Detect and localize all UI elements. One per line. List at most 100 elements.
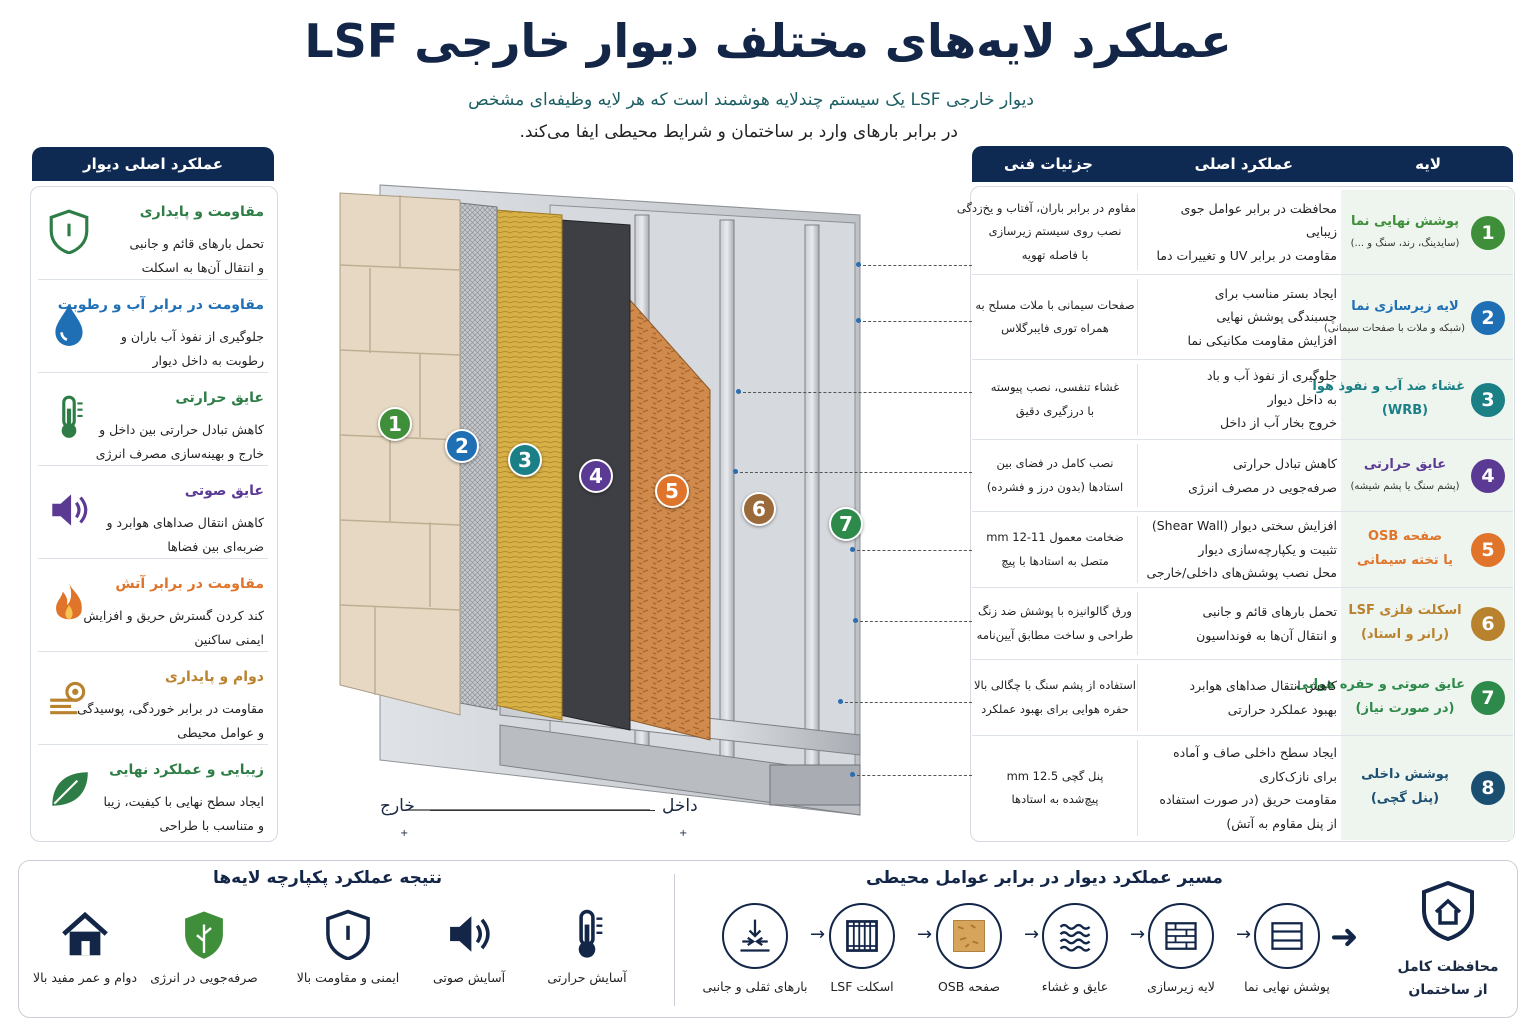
layer-name-sub: (WRB) xyxy=(1381,403,1429,418)
function-line: تثبیت و یکپارچه‌سازی دیوار xyxy=(1198,541,1337,557)
layer-name-text: لایه زیرسازی نما xyxy=(1351,298,1459,314)
table-row: 2 لایه زیرسازی نما (شبکه و ملات با صفحات… xyxy=(972,275,1513,360)
result-item: ایمنی و مقاومت بالا xyxy=(283,904,413,985)
function-cell: افزایش سختی دیوار (Shear Wall) تثبیت و یک… xyxy=(1137,516,1337,583)
layer-number: 2 xyxy=(1471,300,1505,335)
function-line: کاهش انتقال صداهای هوابرد xyxy=(1189,678,1337,693)
function-line: مقاومت حریق (در صورت استفاده xyxy=(1159,792,1337,807)
function-line: خارج و بهینه‌سازی مصرف انرژی xyxy=(95,446,264,461)
table-row: 3 غشاء ضد آب و نفوذ هوا (WRB) جلوگیری از… xyxy=(972,360,1513,440)
leader-line xyxy=(852,550,972,551)
function-line: کاهش تبادل حرارتی xyxy=(1233,456,1337,471)
path-step-label: لایه زیرسازی xyxy=(1147,979,1215,994)
path-step-label: اسکلت LSF xyxy=(830,979,894,994)
function-line: بهبود عملکرد حرارتی xyxy=(1227,701,1337,717)
thermometer-icon xyxy=(578,909,603,958)
result-title: نتیجه عملکرد پکپارچه لایه‌ها xyxy=(213,868,443,888)
leader-line xyxy=(858,321,972,322)
detail-line: پنل گچی 12.5 mm xyxy=(1006,768,1104,783)
leader-dot xyxy=(853,618,858,623)
path-step: اسکلت LSF xyxy=(797,903,927,994)
function-line: صرفه‌جویی در مصرف انرژی xyxy=(1188,479,1337,495)
function-line: محل نصب پوشش‌های داخلی/خارجی xyxy=(1146,565,1337,581)
leader-dot xyxy=(850,772,855,777)
house-shield-icon xyxy=(1422,880,1474,942)
function-line: افزایش سختی دیوار (Shear Wall) xyxy=(1151,518,1337,534)
details-cell: نصب کامل در فضای بین استادها (بدون درز و … xyxy=(974,444,1136,507)
result-icon-wrap xyxy=(283,904,413,964)
result-item: صرفه‌جویی در انرژی xyxy=(139,904,269,985)
detail-line: متصل به استادها با پیچ xyxy=(1001,553,1109,568)
water-drop-icon xyxy=(55,305,83,346)
layer-number: 5 xyxy=(1471,533,1505,567)
path-arrow-icon: → xyxy=(1130,924,1146,945)
leader-dot xyxy=(736,389,741,394)
function-item: دوام و پایداری مقاومت در برابر خوردگی، پ… xyxy=(38,655,268,745)
layer-name-sub: (پشم سنگ یا پشم شیشه) xyxy=(1350,481,1460,492)
table-row: 4 عایق حرارتی (پشم سنگ یا پشم شیشه) کاهش… xyxy=(972,440,1513,512)
function-icon xyxy=(42,580,92,632)
path-step-circle xyxy=(1254,903,1320,969)
function-line: و انتقال آن‌ها به اسکلت xyxy=(141,260,264,275)
leader-line xyxy=(738,392,972,393)
result-label: ایمنی و مقاومت بالا xyxy=(296,970,400,985)
result-item: آسایش صوتی xyxy=(404,904,534,985)
path-step-circle xyxy=(936,903,1002,969)
function-title: عایق صوتی xyxy=(184,483,264,499)
layer-name-text: صفحه OSB xyxy=(1367,529,1443,544)
function-icon xyxy=(42,766,92,818)
path-arrow-icon: → xyxy=(1024,924,1040,945)
path-arrow-icon: → xyxy=(917,924,933,945)
layer-name-sub: (شبکه و ملات با صفحات سیمانی) xyxy=(1323,322,1465,334)
path-step-label: عایق و غشاء xyxy=(1041,979,1109,994)
function-line: افزایش مقاومت مکانیکی نما xyxy=(1187,332,1337,348)
detail-line: نصب کامل در فضای بین xyxy=(996,456,1114,470)
layer-badge: 1 xyxy=(378,407,412,441)
function-line: و متناسب با طراحی xyxy=(159,818,264,833)
result-icon-wrap xyxy=(404,904,534,964)
function-line: تحمل بارهای قائم و جانبی xyxy=(1202,604,1337,619)
final-label-2: از ساختمان xyxy=(1408,982,1488,998)
result-label: دوام و عمر مفید بالا xyxy=(32,970,138,985)
cladding-icon xyxy=(1271,922,1303,950)
waves-icon xyxy=(1059,923,1091,952)
layer-name: پوشش داخلی (پنل گچی) xyxy=(1345,763,1465,811)
layer-badge: 3 xyxy=(508,443,542,477)
function-line: از پنل مقاوم به آتش) xyxy=(1226,815,1337,831)
column-header-layer: لایه xyxy=(1415,155,1441,173)
shield-icon xyxy=(49,209,89,255)
path-step-circle xyxy=(829,903,895,969)
leader-line xyxy=(840,702,972,703)
subtitle-line-2: در برابر بارهای وارد بر ساختمان و شرایط … xyxy=(519,122,958,142)
function-line: کاهش انتقال صداهای هوابرد و xyxy=(106,515,264,530)
layer-badge: 6 xyxy=(742,492,776,526)
layer-name: پوشش نهایی نما (سایدینگ، رند، سنگ و ...) xyxy=(1345,210,1465,254)
detail-line: استادها (بدون درز و فشرده) xyxy=(986,479,1124,494)
speaker-icon xyxy=(450,916,490,952)
layer-badge: 7 xyxy=(829,507,863,541)
function-item: مقاومت و پایداری تحمل بارهای قائم و جانب… xyxy=(38,190,268,280)
function-description: تحمل بارهای قائم و جانبی و انتقال آن‌ها ب… xyxy=(130,232,264,280)
detail-line: با فاصله تهویه xyxy=(1021,247,1089,262)
brick-icon xyxy=(1165,922,1197,950)
function-title: مقاومت در برابر آب و رطوبت xyxy=(57,297,264,313)
speaker-icon xyxy=(52,494,88,526)
function-line: تحمل بارهای قائم و جانبی xyxy=(129,236,264,251)
column-header-function: عملکرد اصلی xyxy=(1194,155,1293,173)
outside-inside-line xyxy=(430,810,655,811)
result-label: آسایش حرارتی xyxy=(547,970,627,985)
layer-number: 4 xyxy=(1471,459,1505,493)
function-line: ایجاد سطح نهایی با کیفیت، زیبا xyxy=(103,794,264,809)
left-panel-header: عملکرد اصلی دیوار xyxy=(32,147,274,181)
function-item: مقاومت در برابر آب و رطوبت جلوگیری از نف… xyxy=(38,283,268,373)
table-row: 6 اسکلت فلزی LSF (رانر و استاد) تحمل بار… xyxy=(972,588,1513,660)
layer-name-text: پوشش داخلی xyxy=(1361,767,1449,782)
loads-icon xyxy=(740,919,770,952)
layer-name-sub: (سایدینگ، رند، سنگ و ...) xyxy=(1350,237,1460,249)
function-line: ایمنی ساکنین xyxy=(194,632,264,647)
bottom-divider xyxy=(674,874,675,1006)
path-step: صفحه OSB xyxy=(904,903,1034,994)
